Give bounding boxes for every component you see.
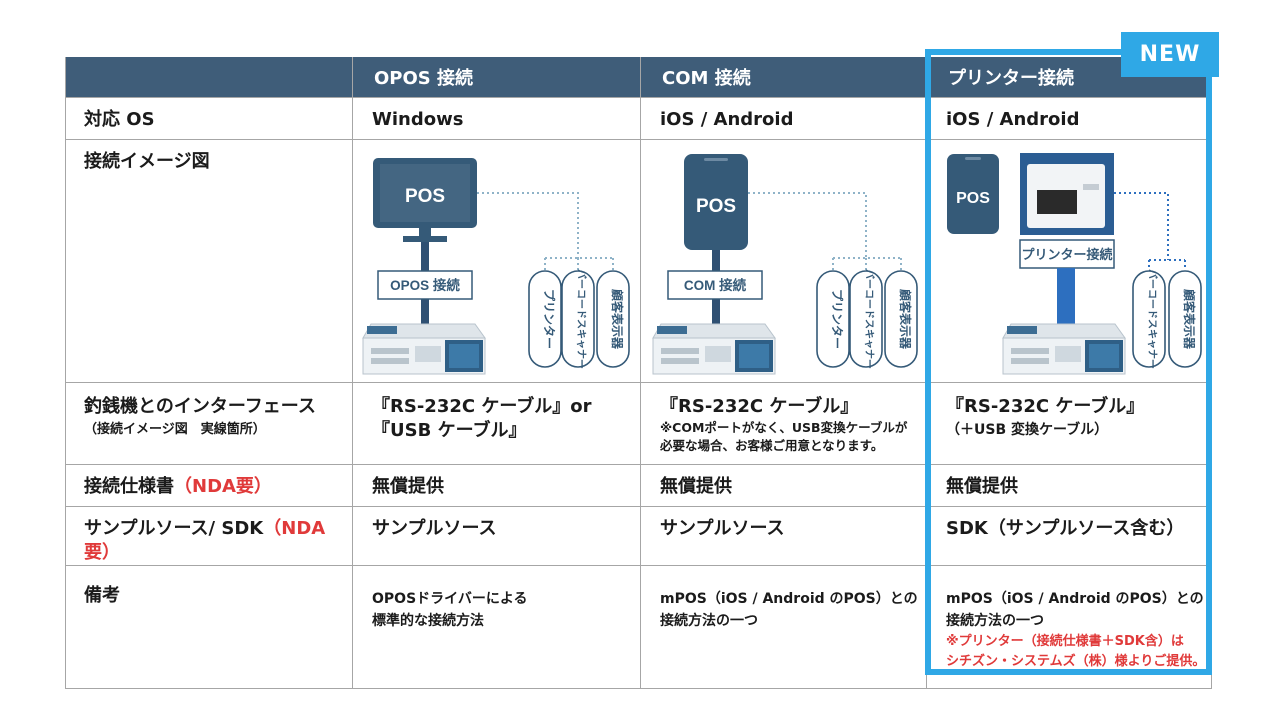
spec-com: 無償提供 <box>660 476 732 497</box>
display-pill: 顧客表示器 <box>884 270 918 368</box>
spec-printer: 無償提供 <box>946 476 1018 497</box>
row-sample: サンプルソース/ SDK（NDA要） サンプルソース サンプルソース SDK（サ… <box>65 506 1212 566</box>
os-opos: Windows <box>372 109 464 130</box>
interface-com-main: 『RS-232C ケーブル』 <box>660 396 859 417</box>
printer-pill-label: プリンター <box>542 289 557 349</box>
sample-opos: サンプルソース <box>372 518 497 539</box>
printer-pill: プリンター <box>528 270 562 368</box>
display-pill-label: 顧客表示器 <box>898 289 913 350</box>
barcode-pill-label: バーコードスキャナー <box>1146 269 1158 369</box>
com-conn-box <box>667 270 763 300</box>
display-pill: 顧客表示器 <box>596 270 630 368</box>
display-pill: 顧客表示器 <box>1168 270 1202 368</box>
barcode-pill-label: バーコードスキャナー <box>863 269 875 369</box>
change-machine <box>1002 323 1126 375</box>
row-sample-label: サンプルソース/ SDK <box>84 518 264 539</box>
remarks-printer-red2: シチズン・システムズ（株）様よりご提供。 <box>946 654 1206 669</box>
change-machine <box>362 323 486 375</box>
interface-com-note1: ※COMポートがなく、USB変換ケーブルが <box>660 420 908 435</box>
dotted-link <box>477 192 579 258</box>
interface-printer-main: 『RS-232C ケーブル』 <box>946 396 1145 417</box>
change-machine <box>652 323 776 375</box>
os-printer: iOS / Android <box>946 109 1080 130</box>
barcode-pill-label: バーコードスキャナー <box>575 269 587 369</box>
display-pill-label: 顧客表示器 <box>1182 289 1197 350</box>
dotted-link <box>748 192 867 258</box>
pos-label: POS <box>956 190 990 207</box>
os-com: iOS / Android <box>660 109 794 130</box>
spec-opos: 無償提供 <box>372 476 444 497</box>
row-os: 対応 OS Windows iOS / Android iOS / Androi… <box>65 97 1212 140</box>
row-spec-label: 接続仕様書 <box>84 476 174 497</box>
header-com: COM 接続 <box>640 57 927 98</box>
com-conn-label: COM 接続 <box>684 277 747 293</box>
remarks-printer-red1: ※プリンター（接続仕様書＋SDK含）は <box>946 634 1184 649</box>
remarks-printer-line2: 接続方法の一つ <box>946 613 1044 629</box>
remarks-com-line1: mPOS（iOS / Android のPOS）との <box>660 591 918 607</box>
interface-printer-sub: （＋USB 変換ケーブル） <box>946 422 1109 438</box>
sample-printer: SDK（サンプルソース含む） <box>946 518 1185 539</box>
interface-opos-line1: 『RS-232C ケーブル』or <box>372 396 592 417</box>
com-diagram: POS COM 接続 プリンター バーコードスキャナー 顧客表示器 <box>641 140 926 382</box>
nda-required-label: （NDA要） <box>84 518 326 563</box>
pos-label: POS <box>696 196 736 217</box>
row-remarks: 備考 OPOSドライバーによる 標準的な接続方法 mPOS（iOS / Andr… <box>65 565 1212 689</box>
opos-conn-label: OPOS 接続 <box>390 277 460 293</box>
printer-pill-label: プリンター <box>830 289 845 349</box>
header-row: OPOS 接続 COM 接続 プリンター接続 <box>65 57 1212 98</box>
header-opos: OPOS 接続 <box>352 57 641 98</box>
remarks-com-line2: 接続方法の一つ <box>660 613 758 629</box>
barcode-pill: バーコードスキャナー <box>561 269 595 369</box>
printer-pill: プリンター <box>816 270 850 368</box>
opos-diagram: POS OPOS 接続 プリンター バーコードスキャナー <box>353 140 640 382</box>
remarks-opos-line1: OPOSドライバーによる <box>372 591 528 607</box>
row-remarks-label: 備考 <box>84 585 120 606</box>
barcode-pill: バーコードスキャナー <box>1132 269 1166 369</box>
row-interface: 釣銭機とのインターフェース （接続イメージ図 実線箇所） 『RS-232C ケー… <box>65 382 1212 465</box>
printer-diagram: POS プリンター接続 バーコードスキャナー <box>927 140 1211 382</box>
row-image-label: 接続イメージ図 <box>84 151 210 172</box>
pos-tablet <box>684 154 748 250</box>
printer-diagram-svg: POS プリンター接続 バーコードスキャナー <box>947 153 1202 375</box>
row-interface-sublabel: （接続イメージ図 実線箇所） <box>84 422 266 437</box>
sample-com: サンプルソース <box>660 518 785 539</box>
opos-diagram-svg: POS OPOS 接続 プリンター バーコードスキャナー <box>362 158 630 375</box>
row-interface-label: 釣銭機とのインターフェース <box>84 396 316 417</box>
dotted-link <box>1114 192 1169 260</box>
interface-opos-line2: 『USB ケーブル』 <box>372 420 527 441</box>
com-diagram-svg: POS COM 接続 プリンター バーコードスキャナー 顧客表示器 <box>652 154 918 375</box>
remarks-printer-line1: mPOS（iOS / Android のPOS）との <box>946 591 1204 607</box>
pos-label: POS <box>405 186 445 207</box>
row-spec: 接続仕様書（NDA要） 無償提供 無償提供 無償提供 <box>65 464 1212 507</box>
opos-conn-box <box>377 270 473 300</box>
barcode-pill: バーコードスキャナー <box>849 269 883 369</box>
display-pill-label: 顧客表示器 <box>610 289 625 350</box>
pos-phone <box>947 154 999 234</box>
interface-com-note2: 必要な場合、お客様ご用意となります。 <box>660 438 884 453</box>
row-os-label: 対応 OS <box>84 109 155 130</box>
new-badge: NEW <box>1121 32 1219 77</box>
comparison-table: OPOS 接続 COM 接続 プリンター接続 対応 OS Windows iOS… <box>65 57 1212 689</box>
nda-required-label: （NDA要） <box>174 476 272 497</box>
cable-solid <box>1057 268 1075 338</box>
remarks-opos-line2: 標準的な接続方法 <box>372 613 484 629</box>
printer-conn-label: プリンター接続 <box>1021 247 1112 262</box>
row-image: 接続イメージ図 POS OPOS 接続 <box>65 139 1212 383</box>
header-blank <box>65 57 353 98</box>
pos-monitor <box>373 158 477 228</box>
